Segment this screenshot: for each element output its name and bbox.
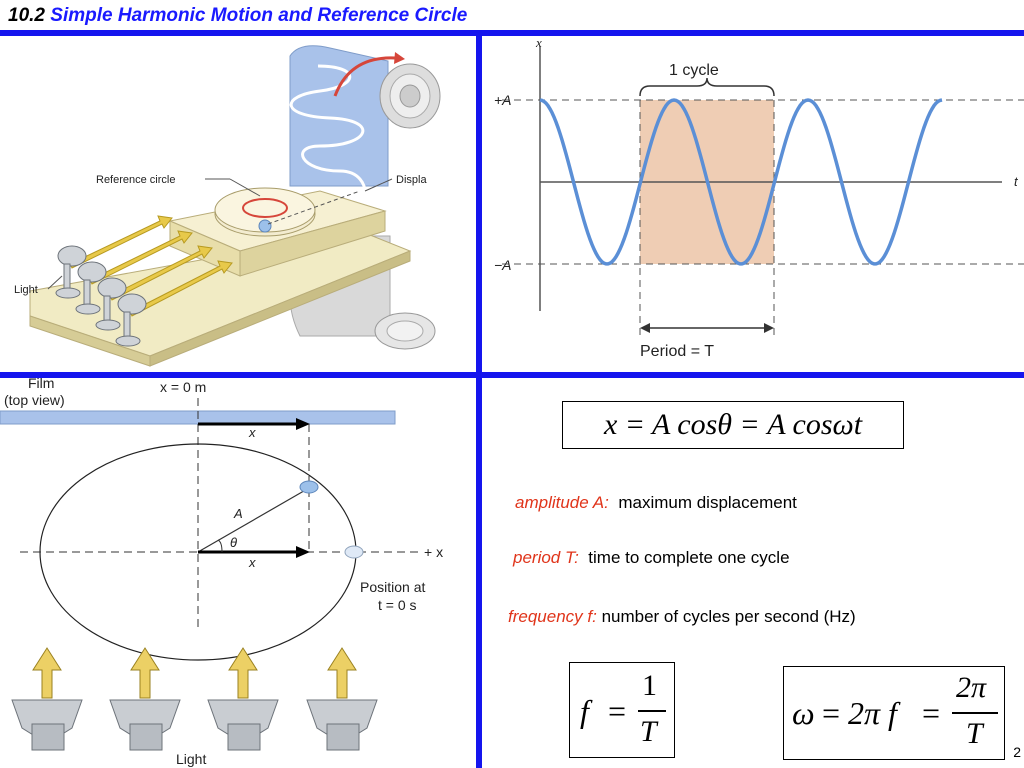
reference-circle-label: Reference circle bbox=[96, 174, 175, 186]
main-equation-box: x = A cosθ = A cosωt bbox=[562, 401, 904, 449]
axis-t-label: t bbox=[1014, 174, 1019, 189]
omega-numerator: 2π bbox=[956, 671, 987, 704]
light-bottom-label: Light bbox=[176, 751, 206, 767]
page-number: 2 bbox=[1013, 744, 1021, 760]
position-label-line2: t = 0 s bbox=[378, 597, 417, 613]
period-desc: time to complete one cycle bbox=[588, 548, 790, 567]
f-equals: = bbox=[608, 693, 627, 729]
omega-mid: 2π f bbox=[848, 695, 897, 731]
omega-denominator: T bbox=[966, 717, 983, 750]
reference-circle-diagram: Film (top view) x = 0 m x A θ x + x Posi… bbox=[0, 378, 443, 767]
amplitude-term: amplitude A: bbox=[515, 493, 609, 512]
f-numerator: 1 bbox=[642, 669, 657, 702]
middle-divider bbox=[0, 372, 1024, 378]
top-x-label: x bbox=[248, 425, 256, 440]
cycle-brace bbox=[639, 77, 775, 97]
frequency-definition: frequency f: number of cycles per second… bbox=[508, 607, 856, 627]
omega-lhs: ω bbox=[792, 695, 815, 731]
one-cycle-label: 1 cycle bbox=[669, 62, 719, 79]
amplitude-a-label: A bbox=[233, 506, 243, 521]
period-arrow-right-head bbox=[764, 323, 774, 333]
sine-wave-curve bbox=[539, 98, 943, 266]
displacement-time-graph: x t +A −A 1 cycle Period = T bbox=[494, 36, 1024, 360]
title-number: 10.2 bbox=[8, 5, 45, 26]
vertical-divider bbox=[476, 30, 482, 768]
radius-line bbox=[197, 487, 310, 553]
minus-a-label: −A bbox=[494, 257, 512, 273]
f-lhs: f bbox=[580, 693, 589, 729]
period-definition: period T: time to complete one cycle bbox=[513, 548, 790, 568]
period-term: period T: bbox=[513, 548, 579, 567]
theta-arc bbox=[217, 539, 223, 553]
apparatus-illustration: Reference circle Displa Light bbox=[14, 45, 441, 367]
omega-fraction-bar bbox=[952, 712, 998, 714]
top-divider bbox=[0, 30, 1024, 36]
frequency-desc: number of cycles per second (Hz) bbox=[601, 607, 856, 626]
displacement-label: Displa bbox=[396, 174, 427, 186]
amplitude-desc: maximum displacement bbox=[618, 493, 797, 512]
position-label-line1: Position at bbox=[360, 579, 425, 595]
omega-equals-1: = bbox=[822, 695, 841, 731]
plus-x-label: + x bbox=[424, 544, 443, 560]
start-ball bbox=[344, 545, 364, 559]
light-label: Light bbox=[14, 284, 38, 296]
film-label: Film bbox=[28, 378, 54, 391]
theta-label: θ bbox=[230, 535, 237, 550]
slide-title: 10.2 Simple Harmonic Motion and Referenc… bbox=[8, 5, 467, 27]
top-x-arrow-head bbox=[296, 418, 310, 430]
period-arrow-left-head bbox=[640, 323, 650, 333]
bottom-x-label: x bbox=[248, 555, 256, 570]
period-label: Period = T bbox=[640, 343, 714, 360]
bottom-x-arrow-head bbox=[296, 546, 310, 558]
main-equation: x = A cosθ = A cosωt bbox=[603, 408, 863, 441]
lamps-row bbox=[11, 699, 378, 751]
x-zero-label: x = 0 m bbox=[160, 379, 206, 395]
frequency-term: frequency f: bbox=[508, 607, 597, 626]
omega-equals-2: = bbox=[922, 695, 941, 731]
plus-a-label: +A bbox=[494, 92, 512, 108]
moving-ball bbox=[299, 480, 319, 494]
axis-x-label: x bbox=[535, 36, 542, 50]
f-denominator: T bbox=[640, 715, 657, 748]
frequency-equation-box: f = 1 T bbox=[569, 662, 675, 758]
title-text: Simple Harmonic Motion and Reference Cir… bbox=[50, 5, 468, 26]
film-sub-label: (top view) bbox=[4, 392, 65, 408]
f-fraction-bar bbox=[638, 710, 666, 712]
amplitude-definition: amplitude A: maximum displacement bbox=[515, 493, 797, 513]
omega-equation-box: ω = 2π f = 2π T bbox=[783, 666, 1005, 760]
